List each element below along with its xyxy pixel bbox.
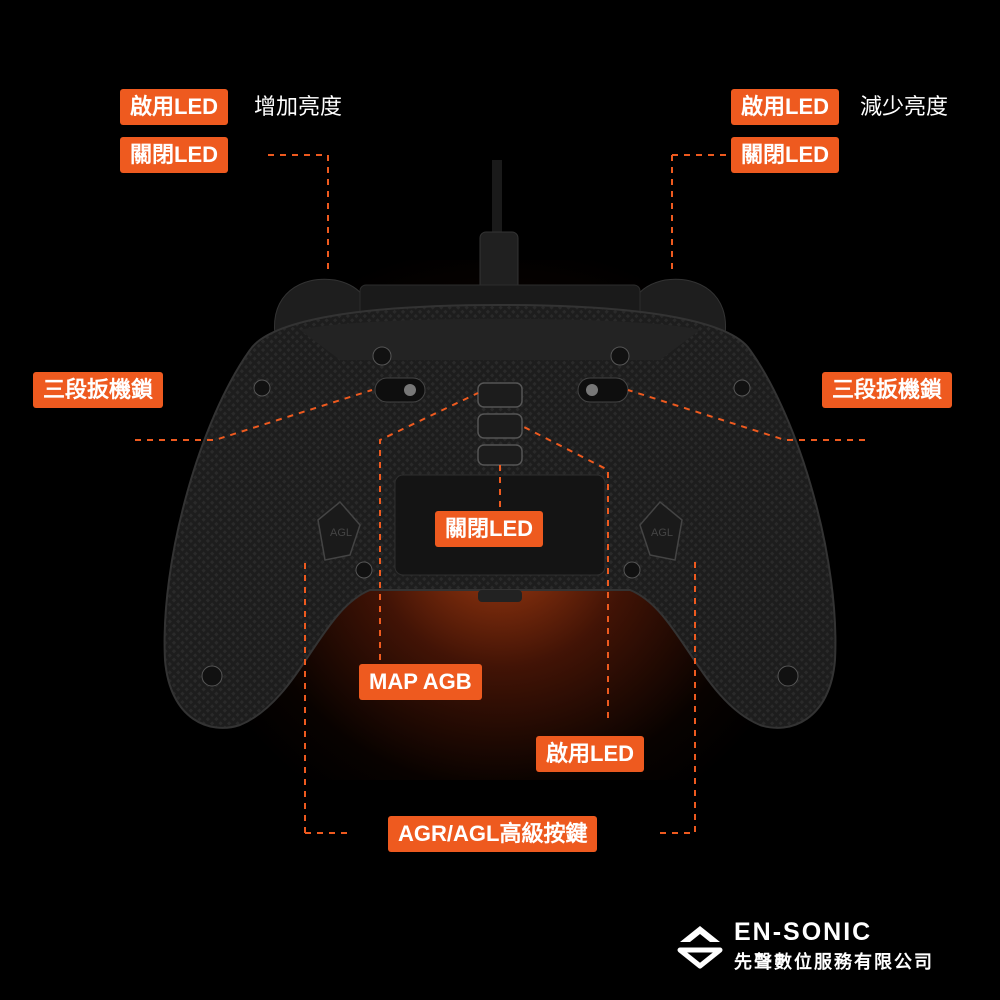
tl-enable-led-tag: 啟用LED: [120, 89, 229, 125]
en-sonic-logo-icon: [677, 926, 723, 969]
right-paddle-text: AGL: [651, 527, 673, 539]
enable-led-tag: 啟用LED: [536, 736, 645, 772]
tr-disable-led-tag: 關閉LED: [731, 137, 840, 173]
left-trigger-lock-tag: 三段扳機鎖: [33, 372, 164, 408]
right-trigger-lock-slider: [577, 377, 629, 403]
left-paddle-text: AGL: [330, 527, 352, 539]
center-disable-led-tag: 關閉LED: [435, 511, 544, 547]
right-back-paddle: [639, 500, 683, 561]
tl-increase-brightness: 增加亮度: [254, 94, 343, 119]
profile-button-top: [477, 382, 523, 408]
usb-plug: [479, 231, 519, 293]
brand-name: EN-SONIC: [734, 918, 873, 946]
leader-lines: [135, 154, 865, 834]
brand-subtitle: 先聲數位服務有限公司: [734, 952, 934, 972]
tr-decrease-brightness: 減少亮度: [860, 94, 949, 119]
map-agb-tag: MAP AGB: [359, 664, 482, 700]
profile-button-bottom: [477, 444, 523, 466]
profile-button-middle: [477, 413, 523, 439]
advanced-buttons-tag: AGR/AGL高級按鍵: [388, 816, 598, 852]
right-trigger-lock-tag: 三段扳機鎖: [822, 372, 953, 408]
tl-disable-led-tag: 關閉LED: [120, 137, 229, 173]
tr-enable-led-tag: 啟用LED: [731, 89, 840, 125]
left-back-paddle: [317, 500, 361, 561]
brand-logo-block: EN-SONIC 先聲數位服務有限公司: [674, 916, 974, 976]
left-trigger-lock-slider: [374, 377, 426, 403]
